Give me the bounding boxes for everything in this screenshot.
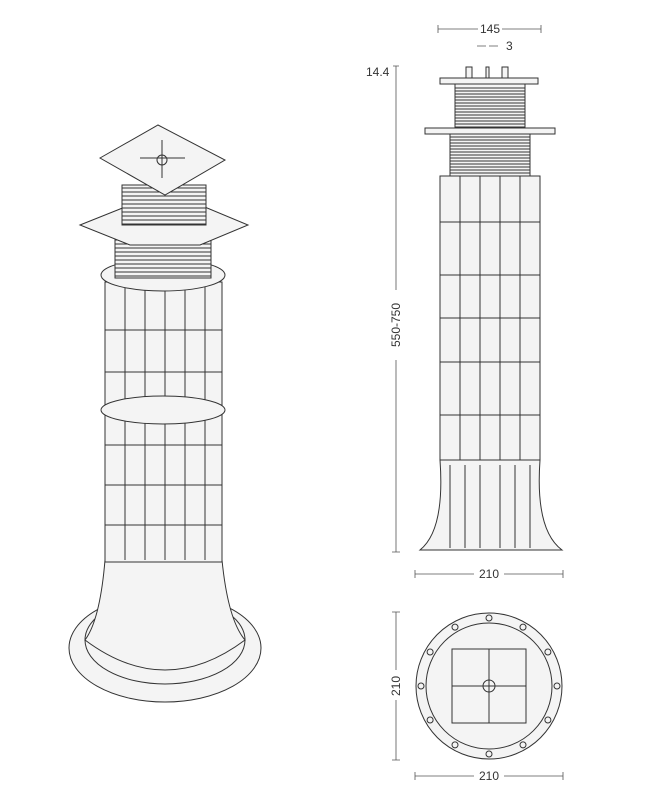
svg-text:550-750: 550-750 [389,303,403,347]
dimension-plan-width: 210 [414,769,564,783]
isometric-view [68,124,262,703]
svg-text:210: 210 [479,769,499,783]
dimension-height: 550-750 [389,78,403,553]
bolt-hole [519,623,527,631]
bolt-hole [544,648,552,656]
svg-text:210: 210 [389,676,403,696]
svg-text:145: 145 [480,22,500,36]
bolt-hole [417,682,425,690]
dimension-plan-height: 210 [389,611,403,761]
bolt-hole [451,623,459,631]
bolt-hole [451,741,459,749]
bolt-hole [485,750,493,758]
svg-text:3: 3 [506,39,513,53]
plan-view [415,612,563,760]
svg-text:210: 210 [479,567,499,581]
bolt-hole [553,682,561,690]
bolt-hole [426,716,434,724]
dimension-14-4: 14.4 [366,65,399,79]
dimension-145: 145 [437,22,542,36]
bolt-hole [485,614,493,622]
bolt-hole [519,741,527,749]
side-elevation [418,66,564,551]
svg-text:14.4: 14.4 [366,65,390,79]
dimension-base-width: 210 [414,567,564,581]
dimension-3: 3 [477,39,513,53]
bolt-hole [426,648,434,656]
bolt-hole [544,716,552,724]
